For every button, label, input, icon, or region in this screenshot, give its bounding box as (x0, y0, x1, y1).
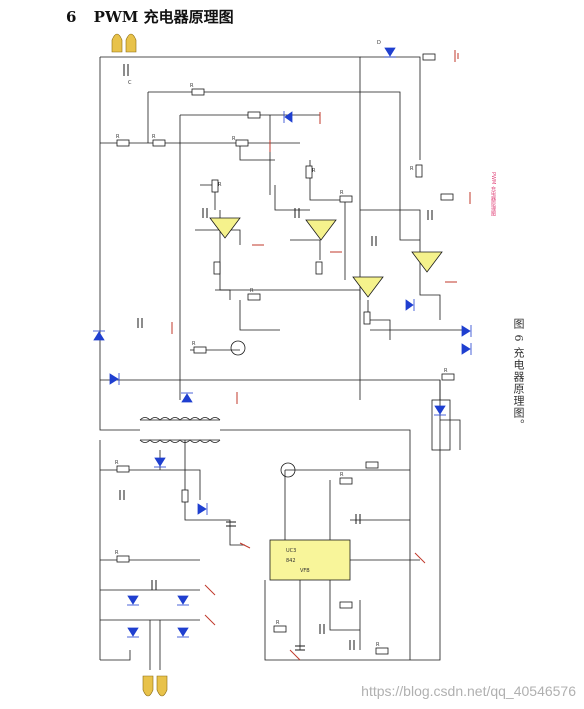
resistor-r13 (315, 261, 323, 275)
resistor-r23 (339, 601, 353, 609)
resistor-r25 (181, 489, 189, 503)
resistor-r15 (363, 311, 371, 325)
diode-d12 (177, 627, 189, 637)
diode-d3 (93, 331, 105, 341)
resistor-r22 (273, 625, 287, 633)
heading-number: 6 (66, 8, 77, 26)
opamp-4 (352, 276, 384, 298)
diode-d5 (181, 393, 193, 403)
svg-text:R: R (192, 341, 196, 347)
resistor-r7 (211, 179, 219, 193)
svg-text:R: R (376, 642, 380, 648)
optocoupler-box (431, 399, 451, 451)
pwm-chip: UC3 842 VFB (269, 539, 351, 581)
diode-d6 (405, 299, 414, 311)
svg-text:D: D (377, 40, 381, 46)
transistor-q2 (280, 462, 296, 478)
chip-label-top: UC3 (286, 548, 296, 554)
transistors (230, 340, 296, 478)
resistor-r18 (116, 555, 130, 563)
svg-text:R: R (152, 134, 156, 140)
svg-text:R: R (340, 472, 344, 478)
page-heading: 6 PWM 充电器原理图 (66, 6, 234, 27)
wires (99, 56, 465, 670)
capacitors (119, 64, 433, 651)
plug-top-2 (125, 33, 137, 53)
side-tag: PWM 充电器原理图 (490, 172, 496, 216)
diode-d9 (127, 595, 139, 605)
chip-label-bot: VFB (300, 568, 310, 574)
plug-bottom-2 (156, 675, 168, 697)
svg-text:R: R (444, 368, 448, 374)
led-2 (461, 343, 471, 355)
diodes (93, 47, 472, 638)
resistor-r12 (213, 261, 221, 275)
svg-text:R: R (250, 288, 254, 294)
diode-d2 (284, 111, 293, 123)
svg-text:R: R (232, 136, 236, 142)
resistors (116, 53, 455, 655)
resistor-r19 (339, 477, 353, 485)
resistor-r14 (247, 293, 261, 301)
plug-top-1 (111, 33, 123, 53)
resistor-r20 (365, 461, 379, 469)
transistor-q1 (230, 340, 246, 356)
opamp-1 (209, 217, 241, 239)
svg-text:R: R (410, 166, 414, 172)
led-1 (461, 325, 471, 337)
svg-text:R: R (218, 182, 222, 188)
watermark: https://blog.csdn.net/qq_40546576 (361, 683, 576, 699)
svg-text:R: R (115, 460, 119, 466)
opamp-2 (305, 219, 337, 241)
resistor-r8 (305, 165, 313, 179)
chip-label-mid: 842 (286, 558, 296, 564)
diode-d4 (109, 373, 119, 385)
chip-body (269, 539, 351, 581)
resistor-r10 (415, 164, 423, 178)
resistor-r11 (440, 193, 454, 201)
diode-d8 (197, 503, 207, 515)
svg-text:R: R (340, 190, 344, 196)
resistor-r24 (441, 373, 455, 381)
svg-text:R: R (115, 550, 119, 556)
transformer (139, 417, 221, 443)
opamps (209, 217, 443, 298)
resistor-r1 (116, 139, 130, 147)
resistor-r6 (422, 53, 436, 61)
diode-d1 (384, 47, 396, 57)
diode-d7 (154, 457, 166, 467)
heading-title: PWM 充电器原理图 (93, 8, 234, 26)
diode-d11 (127, 627, 139, 637)
plug-bottom-1 (142, 675, 154, 697)
component-labels: R R R C D R R R R R R R R R R R R R (115, 40, 448, 648)
svg-text:R: R (276, 620, 280, 626)
plugs (111, 33, 168, 697)
resistor-r17 (116, 465, 130, 473)
figure-caption: 图 6 充电器原理图。 (512, 318, 525, 431)
svg-text:R: R (190, 83, 194, 89)
svg-text:R: R (312, 168, 316, 174)
diode-d10 (177, 595, 189, 605)
resistor-r5 (235, 139, 249, 147)
optocoupler-led (434, 405, 446, 415)
opamp-3 (411, 251, 443, 273)
resistor-r4 (247, 111, 261, 119)
svg-text:C: C (128, 80, 132, 86)
resistor-r16 (193, 346, 207, 354)
svg-text:R: R (116, 134, 120, 140)
resistor-r2 (152, 139, 166, 147)
ground-symbols (171, 50, 471, 661)
resistor-r3 (191, 88, 205, 96)
resistor-r21 (375, 647, 389, 655)
resistor-r9 (339, 195, 353, 203)
